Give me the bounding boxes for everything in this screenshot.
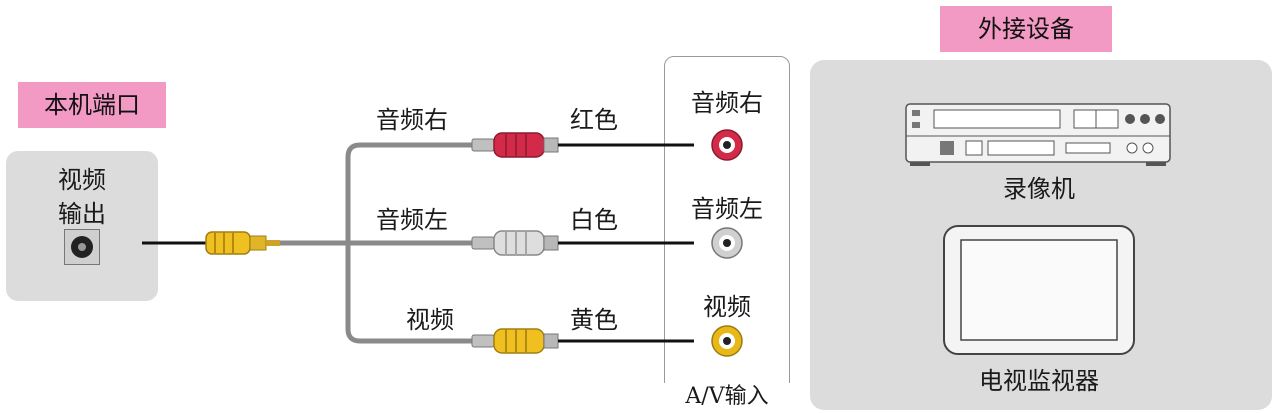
vcr-label: 录像机 <box>1003 175 1075 203</box>
video-output-label: 视频 输出 <box>20 163 144 231</box>
tv-monitor-icon <box>943 225 1135 355</box>
local-port-title: 本机端口 <box>18 82 166 128</box>
video-output-label-line2: 输出 <box>58 200 106 228</box>
av-jack-label-video: 视频 <box>703 293 751 321</box>
color-label-yellow: 黄色 <box>570 306 618 334</box>
yellow-input-jack-icon <box>711 325 743 357</box>
vcr-icon <box>905 103 1171 166</box>
color-label-white: 白色 <box>570 206 618 234</box>
cable-harness <box>280 142 472 344</box>
red-plug-icon <box>471 132 559 158</box>
tv-monitor-label: 电视监视器 <box>979 367 1099 395</box>
av-leads <box>558 143 694 343</box>
video-output-jack-hole-icon <box>71 236 93 258</box>
plug-label-video: 视频 <box>406 306 454 334</box>
yellow-plug-icon <box>471 328 559 354</box>
plug-label-audio-right: 音频右 <box>376 106 448 134</box>
av-jack-label-audio-left: 音频左 <box>691 195 763 223</box>
white-input-jack-icon <box>711 227 743 259</box>
video-output-label-line1: 视频 <box>58 166 106 194</box>
local-port-panel <box>6 151 158 301</box>
plug-label-audio-left: 音频左 <box>376 206 448 234</box>
external-devices-title: 外接设备 <box>940 6 1112 52</box>
av-jack-label-audio-right: 音频右 <box>691 89 763 117</box>
white-plug-icon <box>471 230 559 256</box>
red-input-jack-icon <box>711 129 743 161</box>
av-input-title: A/V输入 <box>664 383 790 411</box>
local-yellow-plug-icon <box>205 231 280 255</box>
color-label-red: 红色 <box>570 106 618 134</box>
video-output-jack-icon <box>64 229 100 265</box>
